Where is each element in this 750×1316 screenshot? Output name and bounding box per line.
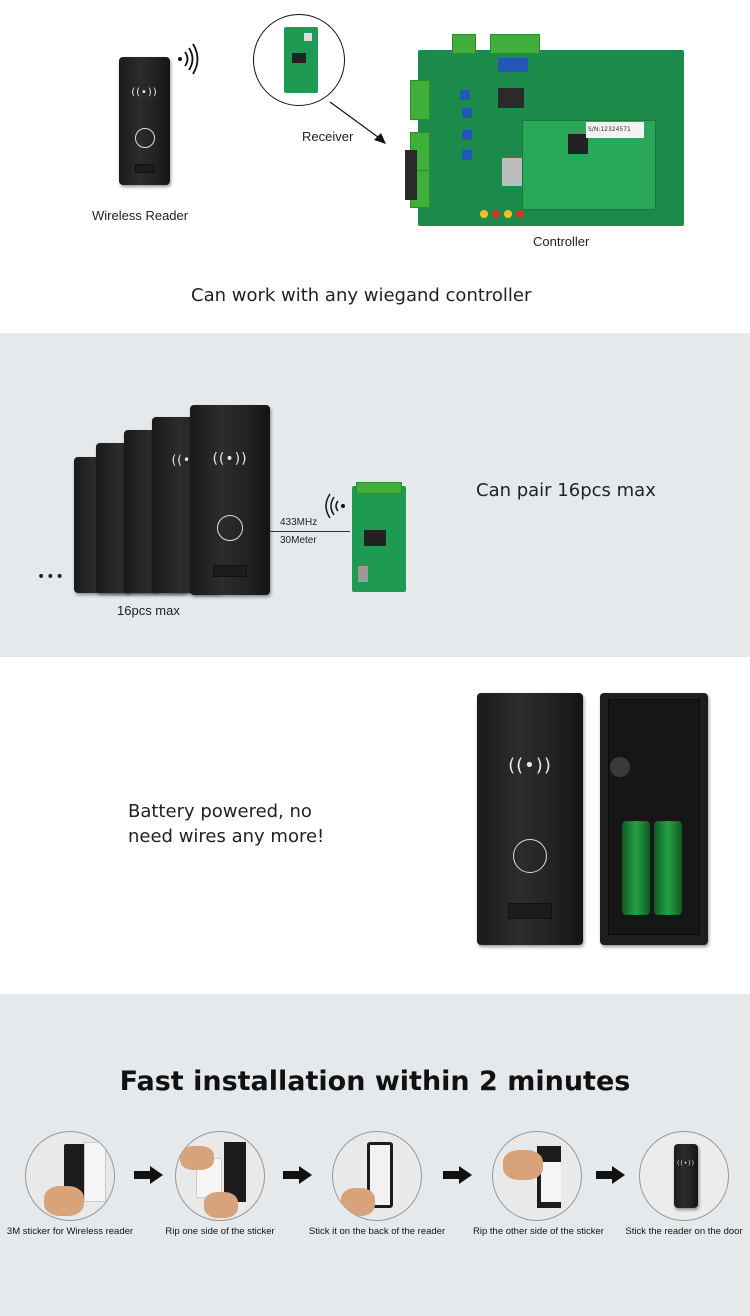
reader-front: ((•)) — [190, 405, 270, 595]
receiver-zoom-circle — [253, 14, 345, 106]
step-3-label: Stick it on the back of the reader — [308, 1226, 446, 1237]
step-4-label: Rip the other side of the sticker — [473, 1226, 604, 1237]
step-3-photo — [332, 1131, 422, 1221]
reader-slot — [508, 903, 552, 919]
step-5-photo: ((•)) — [639, 1131, 729, 1221]
range-label: 30Meter — [280, 535, 317, 546]
reader-caption: Wireless Reader — [92, 208, 189, 223]
freq-label: 433MHz — [280, 517, 318, 528]
battery-line-2: need wires any more! — [128, 826, 325, 847]
battery-line-1: Battery powered, no — [128, 801, 312, 822]
touch-hand-icon — [134, 128, 155, 148]
link-line — [270, 531, 320, 532]
battery-2 — [654, 821, 682, 915]
reader-slot — [134, 164, 155, 173]
speaker-circle — [610, 757, 630, 777]
signal-waves-icon: ((•)) — [677, 1160, 695, 1167]
step-2-photo — [175, 1131, 265, 1221]
installation-title: Fast installation within 2 minutes — [119, 1066, 631, 1097]
signal-waves-icon: ((•)) — [508, 755, 552, 776]
wiegand-headline: Can work with any wiegand controller — [191, 285, 532, 306]
step-2-label: Rip one side of the sticker — [165, 1226, 275, 1237]
battery-1 — [622, 821, 650, 915]
step-5-label: Stick the reader on the door — [625, 1226, 743, 1237]
signal-waves-icon: ((•)) — [131, 87, 158, 98]
radio-signal-icon — [325, 493, 345, 519]
controller-board-image: S/N:12324571 — [410, 34, 684, 226]
pairing-headline: Can pair 16pcs max — [476, 480, 656, 501]
receiver-board-image — [284, 27, 318, 93]
step-1-label: 3M sticker for Wireless reader — [6, 1226, 134, 1237]
step-1-photo — [25, 1131, 115, 1221]
signal-waves-icon: ((•)) — [212, 451, 248, 467]
receiver-board-image — [352, 482, 406, 592]
receiver-pointer-arrow — [329, 101, 386, 144]
step-4-photo — [492, 1131, 582, 1221]
wiegand-section: ((•)) Wireless Reader Receiver — [0, 0, 750, 333]
reader-front-image: ((•)) — [477, 693, 583, 945]
radio-signal-icon — [178, 43, 199, 75]
board-side-connector — [405, 150, 417, 200]
pairing-section: ((•)) ((•)) ••• 433MHz 30Meter 16pcs max… — [0, 333, 750, 657]
controller-caption: Controller — [533, 234, 590, 249]
reader-back-image — [600, 693, 708, 945]
installation-section: Fast installation within 2 minutes ((•)) — [0, 994, 750, 1316]
link-line-2 — [320, 531, 350, 532]
wireless-reader-image: ((•)) — [119, 57, 170, 185]
touch-hand-icon — [513, 839, 547, 873]
reader-slot — [213, 565, 247, 577]
count-label: 16pcs max — [117, 603, 180, 618]
battery-section: Battery powered, no need wires any more!… — [0, 657, 750, 994]
touch-hand-icon — [217, 515, 243, 541]
receiver-caption: Receiver — [302, 129, 354, 144]
board-serial-sticker: S/N:12324571 — [586, 122, 644, 138]
more-readers-ellipsis: ••• — [37, 569, 65, 585]
